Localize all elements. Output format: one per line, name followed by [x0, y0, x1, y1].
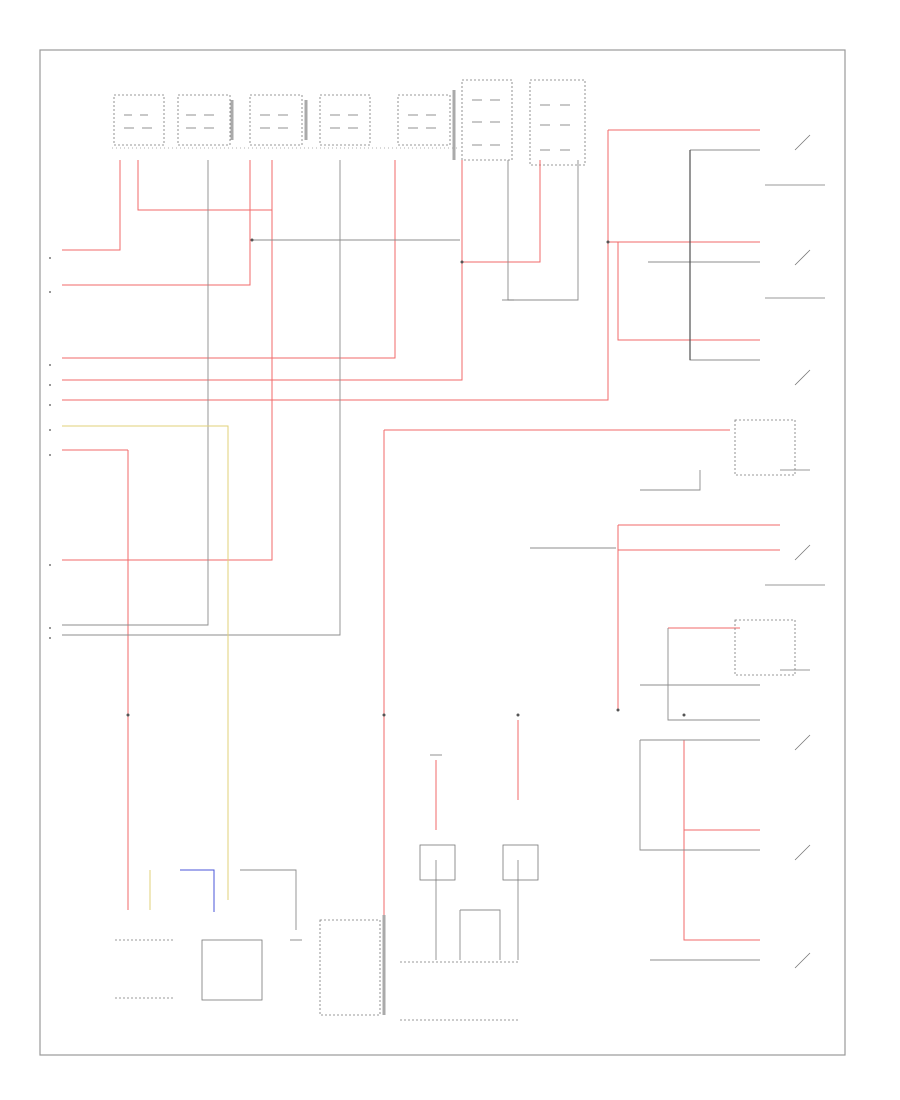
connector-left-bottom — [115, 939, 175, 999]
module-box — [201, 939, 263, 1001]
connector-left-rear-door-lock-actuator — [319, 94, 371, 146]
switch-1 — [765, 134, 825, 186]
top-connectors — [112, 79, 586, 166]
switch-3 — [794, 369, 811, 386]
red-wires — [62, 129, 780, 941]
switch-5 — [794, 734, 811, 751]
ground-symbols — [290, 299, 514, 941]
yellow-wire — [62, 425, 229, 910]
switch-6 — [794, 844, 811, 861]
blue-wire — [180, 869, 215, 912]
connector-center-bottom — [319, 915, 386, 1016]
switch-2 — [765, 249, 825, 299]
connector-passenger-door-lock-actuator — [461, 79, 513, 161]
connector-driver-door-lock-actuator — [529, 79, 586, 166]
junction-dots — [126, 238, 686, 717]
connector-relay-bottom — [400, 961, 520, 1021]
left-edge-terminals — [49, 257, 51, 639]
right-switches — [734, 134, 825, 969]
relay-1 — [419, 844, 456, 881]
relay-2 — [502, 844, 539, 881]
switch-7 — [794, 952, 811, 969]
connector-front-right-door-lock-actuator — [177, 94, 234, 146]
diagram-frame — [39, 49, 846, 1056]
gray-wires — [62, 149, 760, 961]
connector-trunk — [734, 619, 810, 676]
switch-4 — [765, 544, 825, 586]
connector-front-right-door-switch — [113, 94, 165, 146]
connector-passenger-door-switch — [397, 90, 456, 160]
bottom-components — [115, 299, 539, 1021]
connector-rear-lock — [734, 419, 810, 476]
connector-left-rear-door-switch — [249, 94, 308, 146]
